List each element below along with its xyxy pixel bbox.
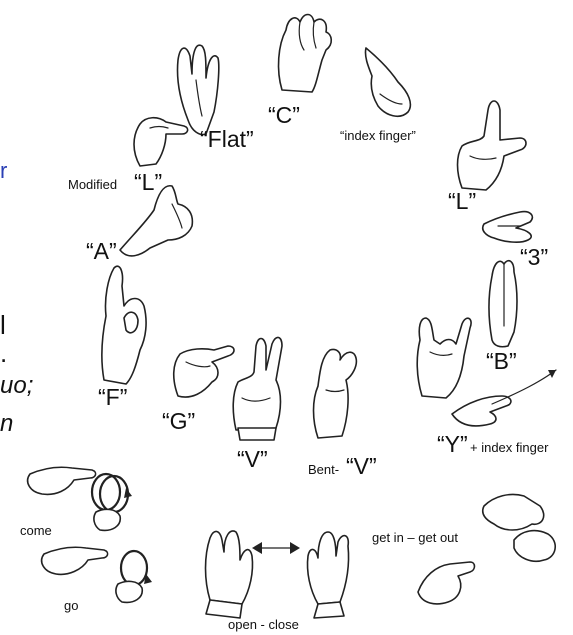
get-in-get-out-sign-icon	[418, 494, 555, 603]
g-hand-icon	[174, 346, 234, 397]
label-y-suffix: + index finger	[470, 441, 548, 454]
b-hand-icon	[489, 261, 517, 347]
label-b: “B”	[486, 350, 517, 373]
flat-hand-icon	[177, 45, 218, 134]
label-3: “3”	[520, 246, 548, 269]
label-y: “Y”	[437, 433, 468, 456]
bent-v-hand-icon	[314, 349, 357, 438]
y-index-finger-hand-icon	[452, 370, 556, 426]
label-a: “A”	[86, 240, 117, 263]
open-close-sign-icon	[206, 531, 349, 618]
label-go: go	[64, 599, 78, 612]
label-c: “C”	[268, 104, 300, 127]
label-get-in-get-out: get in – get out	[372, 531, 458, 544]
edge-fragment-uo: uo;	[0, 374, 33, 398]
label-v: “V”	[237, 448, 268, 471]
label-modified-l-prefix: Modified	[68, 178, 117, 191]
label-come: come	[20, 524, 52, 537]
label-modified-l: “L”	[134, 171, 162, 194]
go-sign-icon	[42, 547, 152, 602]
label-g: “G”	[162, 410, 195, 433]
label-flat: “Flat”	[200, 128, 254, 151]
y-hand-icon	[417, 318, 471, 398]
label-f: “F”	[98, 386, 127, 409]
label-index-finger: “index finger”	[340, 129, 416, 142]
edge-fragment-r: r	[0, 160, 7, 182]
label-bent-v: “V”	[346, 455, 377, 478]
edge-fragment-n: n	[0, 412, 13, 436]
three-hand-icon	[483, 212, 533, 243]
edge-fragment-dot: .	[0, 340, 7, 366]
a-hand-icon	[120, 186, 192, 256]
v-hand-icon	[233, 337, 282, 440]
label-l: “L”	[448, 190, 476, 213]
label-open-close: open - close	[228, 618, 299, 631]
index-finger-hand-icon	[365, 48, 410, 116]
edge-fragment-l: l	[0, 312, 6, 338]
c-hand-icon	[279, 15, 332, 93]
label-bent-v-prefix: Bent-	[308, 463, 339, 476]
modified-l-hand-icon	[134, 118, 188, 166]
f-hand-icon	[102, 266, 146, 384]
l-hand-icon	[458, 101, 527, 190]
come-sign-icon	[28, 467, 132, 530]
